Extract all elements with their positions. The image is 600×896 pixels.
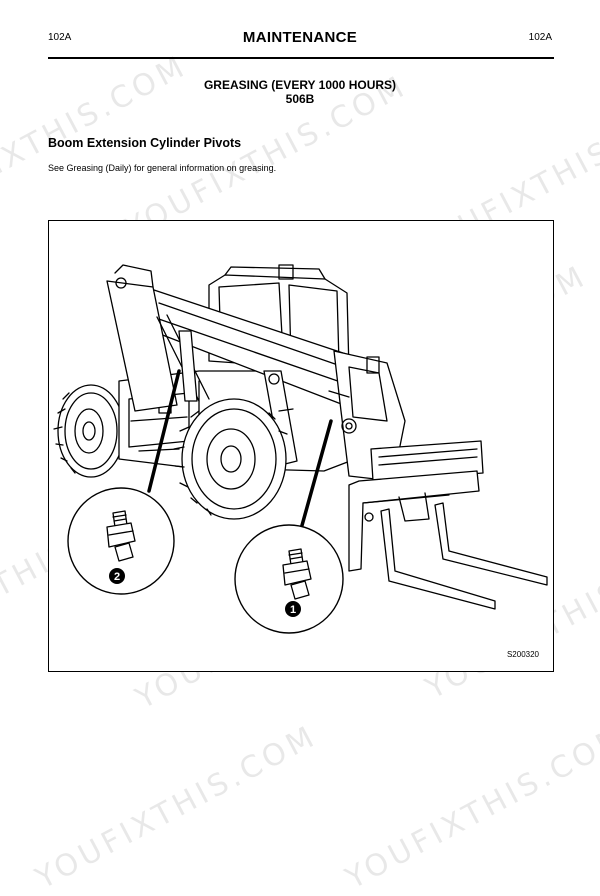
forks xyxy=(380,502,548,610)
callout-detail-2: 2 xyxy=(67,487,175,595)
section-title: GREASING (EVERY 1000 HOURS) xyxy=(203,78,397,92)
grease-fitting-icon xyxy=(106,510,136,562)
section-model: 506B xyxy=(285,92,315,106)
illustration-figure: 2 1 S200320 xyxy=(48,220,554,672)
rear-wheel xyxy=(53,384,125,478)
section-title-block: GREASING (EVERY 1000 HOURS) 506B xyxy=(0,78,600,106)
content-text: See Greasing (Daily) for general informa… xyxy=(48,163,277,173)
figure-reference: S200320 xyxy=(506,650,539,659)
callout-number-2: 2 xyxy=(114,571,120,583)
header-divider xyxy=(48,57,554,59)
boom xyxy=(106,264,380,412)
content-heading: Boom Extension Cylinder Pivots xyxy=(48,136,242,150)
page-code-left: 102A xyxy=(48,32,72,43)
callout-number-1: 1 xyxy=(290,604,296,616)
callout-detail-1: 1 xyxy=(234,524,344,634)
page-title: MAINTENANCE xyxy=(242,29,358,46)
pointer-line-1 xyxy=(299,419,333,531)
watermark: YOUFIXTHIS.COM xyxy=(30,718,324,896)
callout-badge-1 xyxy=(285,601,301,617)
pointer-line-2 xyxy=(147,369,181,493)
watermark: YOUFIXTHIS.COM xyxy=(340,718,600,896)
callout-badge-2 xyxy=(109,568,125,584)
front-wheel xyxy=(173,398,288,520)
grease-fitting-icon xyxy=(282,548,312,600)
page-code-right: 102A xyxy=(528,32,552,43)
telehandler-illustration: 2 1 xyxy=(53,264,548,634)
fork-carriage xyxy=(348,440,484,572)
